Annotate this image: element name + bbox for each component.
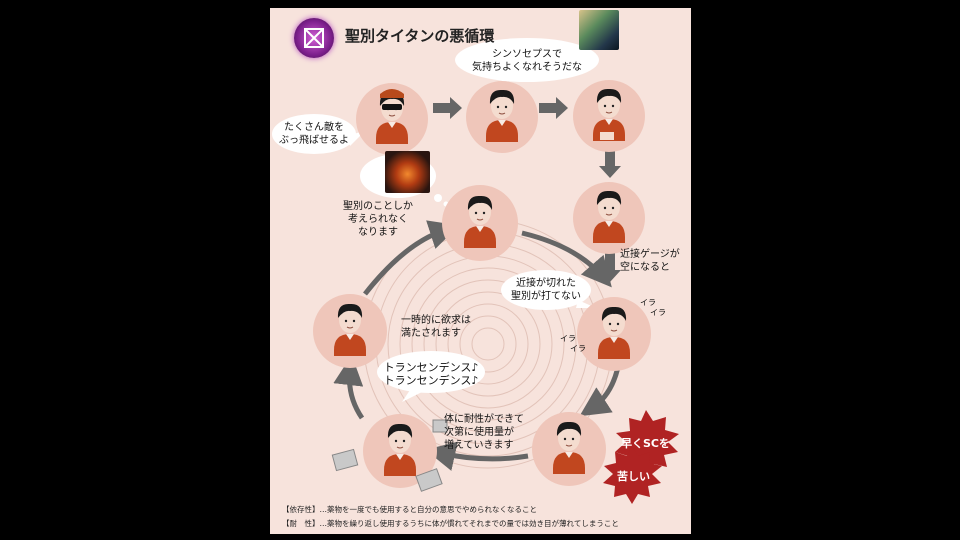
think-line2: 考えられなく bbox=[348, 214, 408, 225]
bubble-kill bbox=[272, 114, 356, 154]
think-line3: なります bbox=[358, 227, 398, 238]
synthoceps-thumbnail bbox=[579, 10, 619, 50]
emblem-icon bbox=[294, 18, 334, 58]
bubble-cutoff-line1: 近接が切れた bbox=[516, 278, 576, 289]
burst-pain-text: 苦しい bbox=[617, 470, 650, 483]
burst-pain bbox=[603, 446, 662, 504]
diagram-canvas bbox=[272, 38, 679, 504]
sword-thumbnail bbox=[385, 151, 430, 193]
satisfied-line1: 一時的に欲求は bbox=[401, 315, 471, 326]
tolerance-line1: 体に耐性ができて bbox=[444, 414, 524, 425]
page-title: 聖別タイタンの悪循環 bbox=[345, 27, 495, 45]
bubble-kill-line1: たくさん敵を bbox=[284, 122, 344, 133]
tolerance-line2: 次第に使用量が bbox=[444, 427, 514, 438]
speech-bubbles bbox=[272, 38, 599, 402]
ira-line1: イラ bbox=[640, 298, 656, 307]
ira-line2: イラ bbox=[650, 308, 666, 317]
bubble-kill-line2: ぶっ飛ばせるよ bbox=[279, 135, 349, 146]
bubble-sync bbox=[455, 38, 599, 82]
legend-dependence: 【依存性】…薬物を一度でも使用すると自分の意思でやめられなくなること bbox=[282, 505, 537, 514]
cycle-arrows bbox=[333, 220, 623, 471]
legend-tolerance: 【耐 性】…薬物を繰り返し使用するうちに体が慣れてそれまでの量では効き目が薄れて… bbox=[282, 519, 619, 528]
pill-packets bbox=[331, 419, 448, 492]
ira-line4: イラ bbox=[570, 344, 586, 353]
gauge-line1: 近接ゲージが bbox=[620, 249, 680, 260]
diagram-panel: 聖別タイタンの悪循環 シンソセプスで 気持ちよくなれそうだな たくさん敵を ぶっ… bbox=[270, 8, 691, 534]
tolerance-line3: 増えていきます bbox=[444, 440, 514, 451]
satisfied-line2: 満たされます bbox=[401, 328, 461, 339]
ira-line3: イラ bbox=[560, 334, 576, 343]
top-arrows bbox=[433, 97, 621, 282]
bubble-sync-line2: 気持ちよくなれそうだな bbox=[472, 62, 582, 73]
burst-hurry-text: 早くSCを bbox=[621, 437, 670, 450]
think-line1: 聖別のことしか bbox=[343, 201, 413, 212]
bubble-trans-line2: トランセンデンス♪ bbox=[383, 374, 479, 387]
characters bbox=[333, 88, 631, 477]
bubble-cutoff-line2: 聖別が打てない bbox=[511, 291, 581, 302]
bubble-trans-line1: トランセンデンス♪ bbox=[383, 361, 479, 374]
bubble-sync-line1: シンソセプスで bbox=[492, 49, 562, 60]
bubble-trans bbox=[377, 351, 485, 393]
bubble-cutoff bbox=[501, 270, 591, 310]
gauge-line2: 空になると bbox=[620, 262, 670, 273]
